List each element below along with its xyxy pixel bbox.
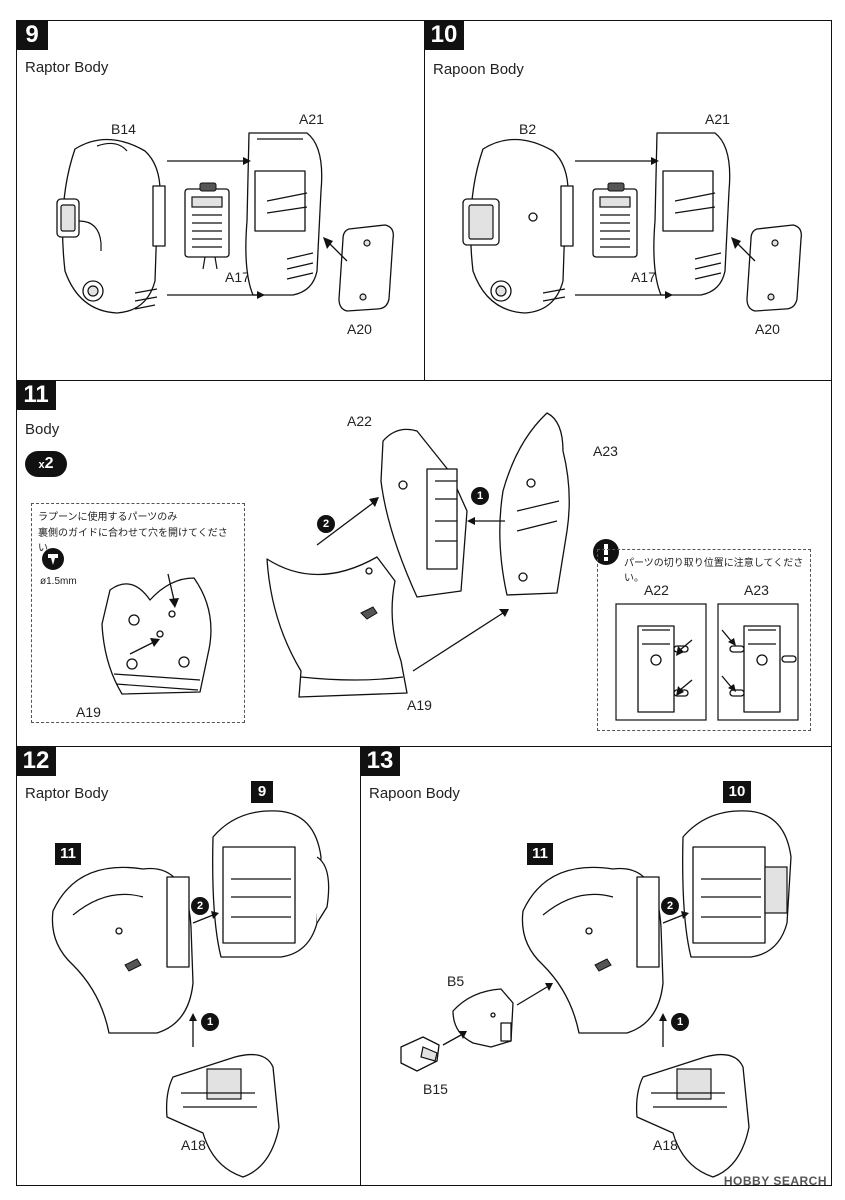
step-9-panel: 9 Raptor Body B14 A21 A17 A20 — [16, 20, 426, 382]
order-marker-2: 2 — [191, 897, 209, 915]
step-13-diagram — [400, 810, 792, 1178]
assembly-arrows — [189, 911, 219, 1047]
step-10-diagram — [462, 132, 802, 314]
warning-part-a23: A23 — [744, 582, 769, 598]
frame-part — [245, 132, 323, 296]
plate-part — [338, 224, 394, 312]
drill-note-line-2: 裏側のガイドに合わせて穴を開けてください。 — [38, 528, 228, 554]
drill-note-inset: ラプーンに使用するパーツのみ 裏側のガイドに合わせて穴を開けてください。 ø1.… — [31, 503, 245, 723]
part-label-a21: A21 — [299, 111, 324, 127]
order-marker-2: 2 — [661, 897, 679, 915]
step-13-number: 13 — [360, 746, 400, 776]
ref-step-10: 10 — [723, 781, 751, 803]
cut-warning-text: パーツの切り取り位置に注意してください。 — [624, 558, 804, 584]
step-12-number: 12 — [16, 746, 56, 776]
a19-inset-diagram — [101, 573, 212, 695]
assembly-arrows — [316, 497, 509, 672]
part-label-a20: A20 — [347, 321, 372, 337]
base-part — [266, 556, 408, 698]
part-label-a18: A18 — [653, 1137, 678, 1153]
plate-part — [746, 224, 802, 312]
bottom-part — [635, 1053, 750, 1178]
step-10-panel: 10 Rapoon Body B2 A21 A17 A20 — [424, 20, 832, 382]
order-marker-1: 1 — [671, 1013, 689, 1031]
step-13-title: Rapoon Body — [369, 785, 460, 802]
quantity-badge: x2 — [25, 451, 67, 477]
step-9-number: 9 — [16, 20, 48, 50]
cut-warning-inset: パーツの切り取り位置に注意してください。 A22 A23 — [597, 549, 811, 731]
head-shell-part — [462, 138, 574, 314]
step-12-title: Raptor Body — [25, 785, 109, 802]
part-label-a21: A21 — [705, 111, 730, 127]
warning-part-a22: A22 — [644, 582, 669, 598]
drill-size: ø1.5mm — [40, 576, 77, 587]
order-marker-1: 1 — [471, 487, 489, 505]
assembly-arrows — [442, 911, 689, 1047]
part-label-a19: A19 — [407, 697, 432, 713]
step-10-title: Rapoon Body — [433, 61, 524, 78]
step-11-panel: 11 Body x2 ラプーンに使用するパーツのみ 裏側のガイドに合わせて穴を開… — [16, 380, 832, 748]
right-half-part — [499, 412, 570, 596]
step-13-panel: 13 Rapoon Body 11 10 2 1 B5 B15 A18 — [360, 746, 832, 1186]
order-marker-2: 2 — [317, 515, 335, 533]
engine-part — [184, 182, 230, 270]
frame-part — [653, 132, 731, 296]
part-label-a17: A17 — [225, 269, 250, 285]
body-subassembly — [521, 866, 664, 1034]
bottom-part — [165, 1053, 280, 1178]
head-shell-part — [56, 138, 166, 314]
assembly-arrows — [575, 157, 756, 299]
hatch-part — [452, 988, 514, 1048]
head-subassembly — [212, 810, 330, 958]
cut-warning-diagram — [615, 603, 799, 721]
step-11-diagram — [266, 412, 570, 698]
step-11-title: Body — [25, 421, 60, 438]
assembly-arrows — [167, 157, 348, 299]
part-label-a18: A18 — [181, 1137, 206, 1153]
inset-part-label-a19: A19 — [76, 704, 101, 720]
part-label-b5: B5 — [447, 973, 465, 989]
quantity-value: 2 — [44, 455, 54, 472]
left-half-part — [380, 428, 468, 598]
body-subassembly — [51, 866, 194, 1034]
part-label-b14: B14 — [111, 121, 136, 137]
step-9-diagram — [56, 132, 394, 314]
step-12-panel: 12 Raptor Body 11 9 2 1 A18 — [16, 746, 362, 1186]
order-marker-1: 1 — [201, 1013, 219, 1031]
drill-icon — [42, 548, 64, 570]
watermark: HOBBY SEARCH — [723, 1174, 827, 1188]
engine-part — [592, 182, 638, 258]
part-label-a20: A20 — [755, 321, 780, 337]
step-11-number: 11 — [16, 380, 56, 410]
ref-step-11: 11 — [55, 843, 81, 865]
head-subassembly — [682, 810, 792, 958]
step-10-number: 10 — [424, 20, 464, 50]
step-9-title: Raptor Body — [25, 59, 109, 76]
ref-step-11: 11 — [527, 843, 553, 865]
drill-note-line-1: ラプーンに使用するパーツのみ — [38, 512, 178, 523]
ref-step-9: 9 — [251, 781, 273, 803]
part-label-a23: A23 — [593, 443, 618, 459]
knob-part — [400, 1036, 440, 1072]
part-label-a22: A22 — [347, 413, 372, 429]
part-label-b15: B15 — [423, 1081, 448, 1097]
part-label-a17: A17 — [631, 269, 656, 285]
step-12-diagram — [51, 810, 330, 1178]
part-label-b2: B2 — [519, 121, 537, 137]
